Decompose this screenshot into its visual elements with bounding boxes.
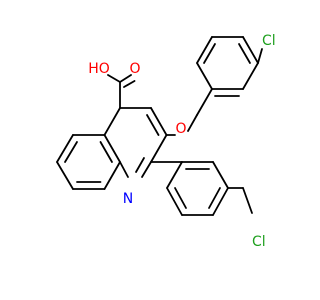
bond <box>123 80 136 88</box>
ether-oxygen-label: O <box>175 121 186 137</box>
nitrogen-label: N <box>123 191 133 207</box>
bond <box>174 187 187 209</box>
bond <box>187 114 198 132</box>
chlorine-label-top: Cl <box>262 33 276 49</box>
bond <box>212 161 229 189</box>
bond <box>119 161 129 178</box>
bond <box>150 134 168 163</box>
bond <box>166 187 183 216</box>
bond <box>212 187 229 216</box>
bond <box>242 36 259 64</box>
chlorine-label-bottom: Cl <box>252 234 266 250</box>
bond <box>257 48 263 64</box>
bond <box>103 161 121 190</box>
bond <box>56 161 74 190</box>
bond <box>99 141 113 163</box>
bond <box>135 157 145 173</box>
bond <box>103 134 121 163</box>
bond <box>196 36 213 64</box>
bond <box>119 74 132 83</box>
molecule-structure: Cl Cl O O HO N <box>56 33 276 250</box>
bond <box>146 114 160 136</box>
bond-set <box>56 36 263 216</box>
bond <box>166 161 183 189</box>
bond <box>238 43 251 64</box>
bond <box>107 74 121 83</box>
bond <box>56 134 74 163</box>
bond <box>196 62 213 90</box>
hydroxyl-label: HO <box>88 61 110 77</box>
bond <box>141 161 152 178</box>
bond <box>64 141 78 163</box>
bond <box>242 62 259 90</box>
bond <box>203 43 216 64</box>
carbonyl-oxygen-label: O <box>129 61 140 77</box>
bond <box>150 107 168 136</box>
bond <box>103 107 121 136</box>
atom-labels: Cl Cl O O HO N <box>88 33 275 250</box>
bond <box>208 187 221 209</box>
bond <box>242 187 253 214</box>
bond <box>196 88 213 116</box>
